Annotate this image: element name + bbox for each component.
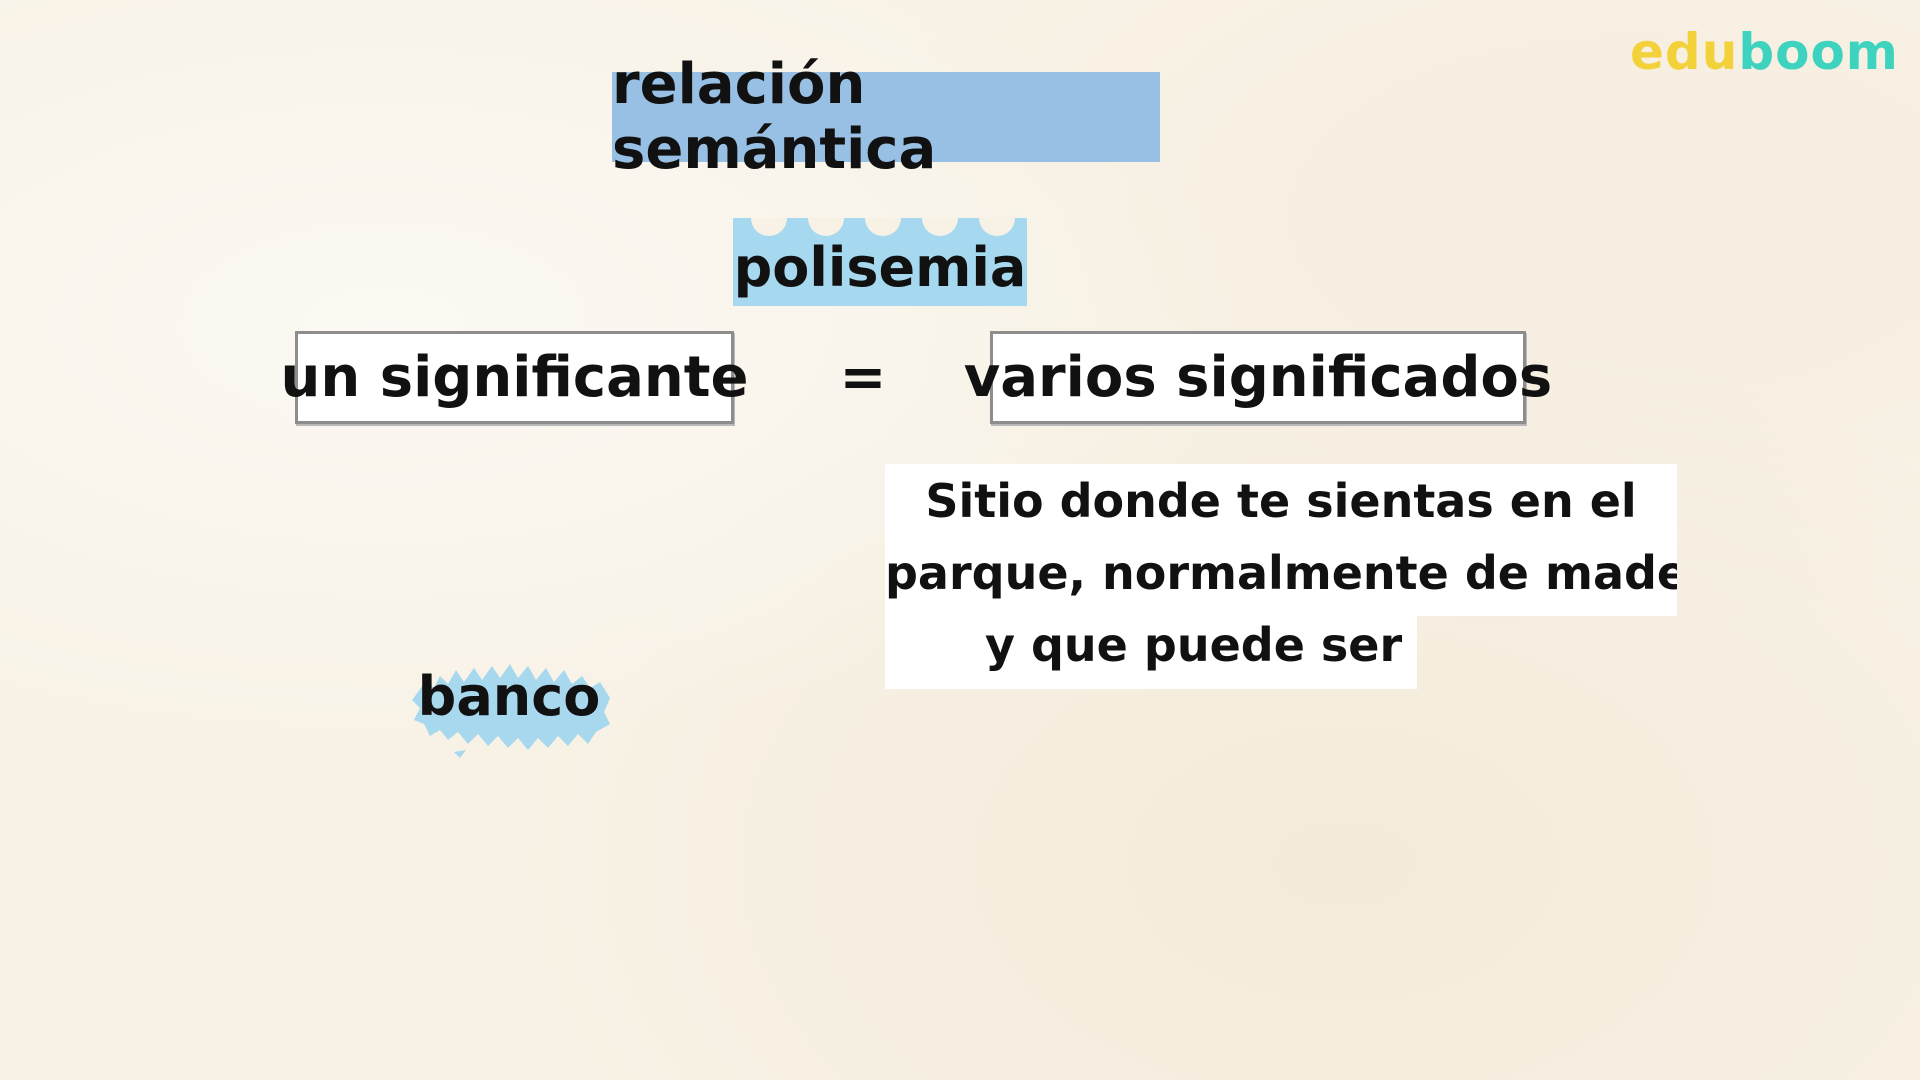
significante-text: un significante <box>280 345 749 410</box>
concept-text: polisemia <box>733 235 1027 299</box>
definition-line-3: y que puede ser usa <box>985 618 1417 672</box>
significante-card: un significante <box>281 331 749 424</box>
definition-line-1: Sitio donde te sientas en el <box>925 474 1637 528</box>
word-banco: banco <box>404 640 624 760</box>
concept-label: polisemia <box>733 218 1027 306</box>
significados-text: varios significados <box>963 345 1553 410</box>
eduboom-logo: eduboom <box>1630 22 1899 82</box>
significados-card: varios significados <box>964 331 1552 424</box>
word-banco-text: banco <box>417 664 601 728</box>
brush-stroke-highlight <box>412 664 610 758</box>
definition-background-top <box>885 464 1677 616</box>
equals-sign: = <box>839 345 887 410</box>
definition-background-bottom <box>885 616 1417 689</box>
scallop-edge-decoration <box>751 218 1015 236</box>
logo-boom: boom <box>1738 23 1899 81</box>
definition-line-2: parque, normalmente de madera <box>885 546 1677 600</box>
title-label: relación semántica <box>612 52 1160 182</box>
definition-panel: Sitio donde te sientas en el parque, nor… <box>885 464 1677 689</box>
logo-edu: edu <box>1630 23 1739 81</box>
title-text: relación semántica <box>612 52 937 182</box>
